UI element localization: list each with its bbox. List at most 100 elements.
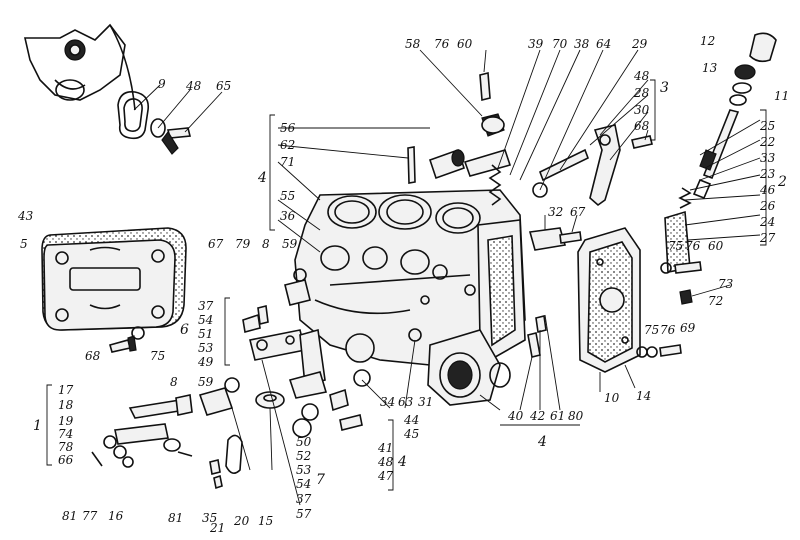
label-41: 41 <box>377 441 393 455</box>
part-6-gear-assembly <box>249 329 306 361</box>
label-28: 28 <box>633 86 650 100</box>
part-74-78-66-washers <box>103 435 134 468</box>
label-26: 26 <box>759 199 776 213</box>
label-78: 78 <box>58 440 74 454</box>
part-48-washer <box>150 118 166 138</box>
label-74: 74 <box>58 427 73 441</box>
label-59-mid: 59 <box>282 237 298 251</box>
label-31: 31 <box>418 395 433 409</box>
label-53-g6: 53 <box>198 341 214 355</box>
part-16-ring <box>163 438 181 452</box>
label-37-low: 37 <box>296 492 312 506</box>
label-79: 79 <box>235 237 251 251</box>
label-27: 27 <box>759 231 776 245</box>
label-48: 48 <box>185 79 202 93</box>
part-5-valve-cover <box>43 239 176 331</box>
label-21: 21 <box>209 521 225 535</box>
label-6: 6 <box>180 322 189 338</box>
label-1: 1 <box>33 418 42 434</box>
label-75-a: 75 <box>668 239 683 253</box>
label-60: 60 <box>457 37 473 51</box>
label-61: 61 <box>550 409 565 423</box>
part-38-ring <box>532 182 548 198</box>
label-81-a: 81 <box>62 509 77 523</box>
label-39: 39 <box>528 37 544 51</box>
part-35-21-pins <box>209 459 223 490</box>
label-18: 18 <box>58 398 74 412</box>
label-63: 63 <box>398 395 414 409</box>
label-57: 57 <box>296 507 312 521</box>
label-40: 40 <box>507 409 524 423</box>
label-34: 34 <box>380 395 395 409</box>
part-72-nut <box>679 289 693 305</box>
label-50: 50 <box>296 435 312 449</box>
label-68-cover: 68 <box>85 349 101 363</box>
leader-lines <box>231 49 761 506</box>
cylinder-head-block <box>294 189 526 406</box>
label-53-low: 53 <box>296 463 312 477</box>
part-67-screw-mid <box>242 313 261 333</box>
part-59-8-valve <box>284 268 311 306</box>
part-17-18-bracket <box>128 394 193 419</box>
label-38: 38 <box>574 37 590 51</box>
label-23: 23 <box>759 167 776 181</box>
part-13-nut <box>729 64 756 106</box>
part-62-stud <box>407 146 416 184</box>
part-29-rod <box>538 148 590 182</box>
label-64: 64 <box>596 37 611 51</box>
label-76-b: 76 <box>660 323 676 337</box>
label-36: 36 <box>280 209 296 223</box>
part-69-bolt <box>636 344 682 358</box>
label-20: 20 <box>233 514 250 528</box>
part-75-washer-left <box>131 326 145 340</box>
label-11: 11 <box>774 89 789 103</box>
label-81-b: 81 <box>168 511 183 525</box>
part-42-61-80-pins <box>527 315 547 358</box>
label-5: 5 <box>20 237 28 251</box>
label-76: 76 <box>434 37 450 51</box>
label-48b: 48 <box>633 69 650 83</box>
label-54-g6: 54 <box>198 313 213 327</box>
part-10-side-plate <box>577 227 641 373</box>
part-68-bolt-top <box>631 135 653 149</box>
part-26-small-spring <box>678 187 692 209</box>
label-60-a: 60 <box>708 239 724 253</box>
label-7: 7 <box>316 472 325 488</box>
label-2: 2 <box>777 174 787 190</box>
inset-bracket-detail <box>23 23 136 111</box>
label-73: 73 <box>718 277 734 291</box>
part-gear-wheel <box>255 391 285 409</box>
label-10: 10 <box>604 391 620 405</box>
label-8-mid: 8 <box>262 237 270 251</box>
part-20-link <box>225 434 243 474</box>
label-67-right: 67 <box>570 205 586 219</box>
part-44-45-cap-screw <box>329 388 363 431</box>
label-48-low: 48 <box>377 455 394 469</box>
label-67-mid: 67 <box>208 237 224 251</box>
label-58: 58 <box>405 37 421 51</box>
label-29: 29 <box>631 37 648 51</box>
label-15: 15 <box>258 514 273 528</box>
label-55: 55 <box>280 189 295 203</box>
label-69: 69 <box>680 321 696 335</box>
label-32: 32 <box>548 205 563 219</box>
label-71: 71 <box>280 155 295 169</box>
label-52: 52 <box>296 449 311 463</box>
label-49: 49 <box>197 355 214 369</box>
part-19-plate <box>114 423 169 445</box>
label-42: 42 <box>529 409 545 423</box>
label-72: 72 <box>708 294 723 308</box>
label-70: 70 <box>552 37 568 51</box>
label-17: 17 <box>58 383 74 397</box>
label-75-cover: 75 <box>150 349 165 363</box>
label-68t: 68 <box>634 119 650 133</box>
label-54-low: 54 <box>296 477 311 491</box>
label-62: 62 <box>280 138 295 152</box>
part-67-screw-right <box>559 231 582 244</box>
part-9-loop <box>117 90 150 140</box>
part-injector-stem <box>692 109 740 200</box>
label-77: 77 <box>82 509 98 523</box>
label-44: 44 <box>403 413 419 427</box>
label-9: 9 <box>158 77 166 91</box>
